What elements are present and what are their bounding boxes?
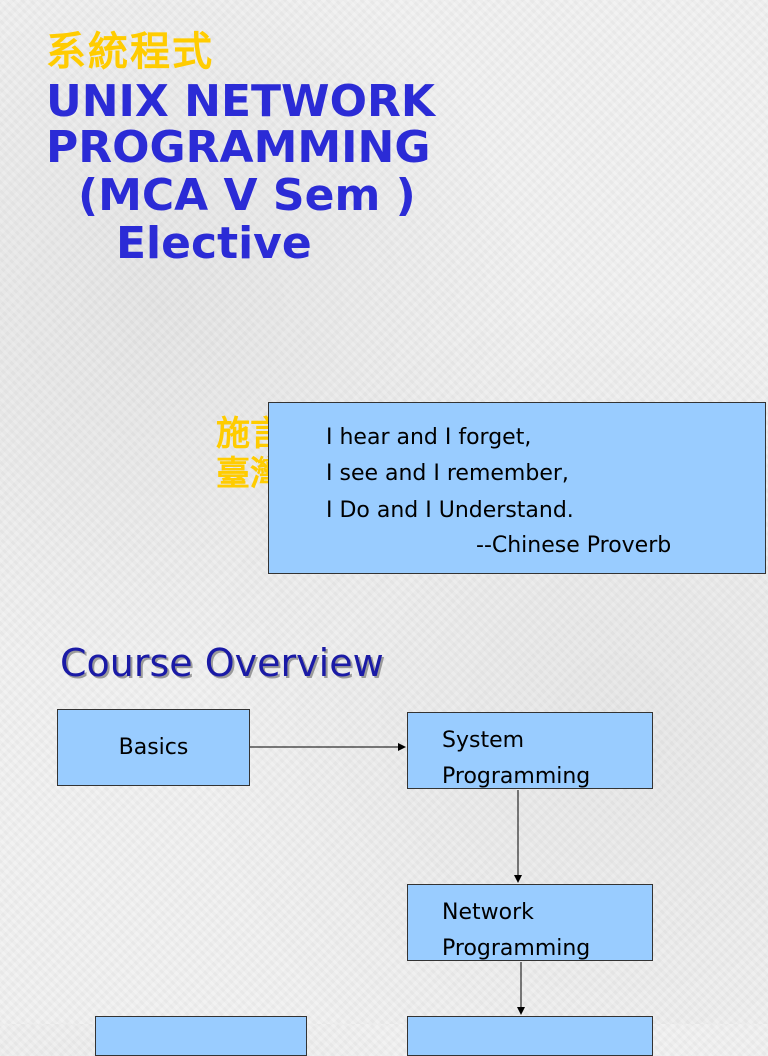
flow-box-network-line-2: Programming [442,936,591,961]
quote-attribution: --Chinese Proverb [476,533,672,558]
flow-box-bottom-left [95,1016,307,1056]
title-line-4: Elective [116,218,312,269]
flow-box-network-line-1: Network [442,900,534,925]
flow-box-system-programming: System Programming [407,712,653,789]
flow-box-bottom-right [407,1016,653,1056]
flow-box-system-line-1: System [442,728,525,753]
title-line-1: UNIX NETWORK [46,76,435,127]
course-overview-heading: Course Overview [60,641,384,685]
quote-box: I hear and I forget, I see and I remembe… [268,402,766,574]
quote-line-1: I hear and I forget, [326,425,532,450]
title-line-3: (MCA V Sem ) [78,170,416,221]
quote-line-2: I see and I remember, [326,461,569,486]
flow-box-network-programming: Network Programming [407,884,653,961]
flow-box-basics: Basics [57,709,250,786]
quote-line-3: I Do and I Understand. [326,498,574,523]
flow-connectors [250,743,525,1015]
flow-box-system-line-2: Programming [442,764,591,789]
flow-box-basics-label: Basics [118,735,189,760]
title-line-2: PROGRAMMING [46,122,431,173]
chinese-title: 系統程式 [46,29,214,75]
